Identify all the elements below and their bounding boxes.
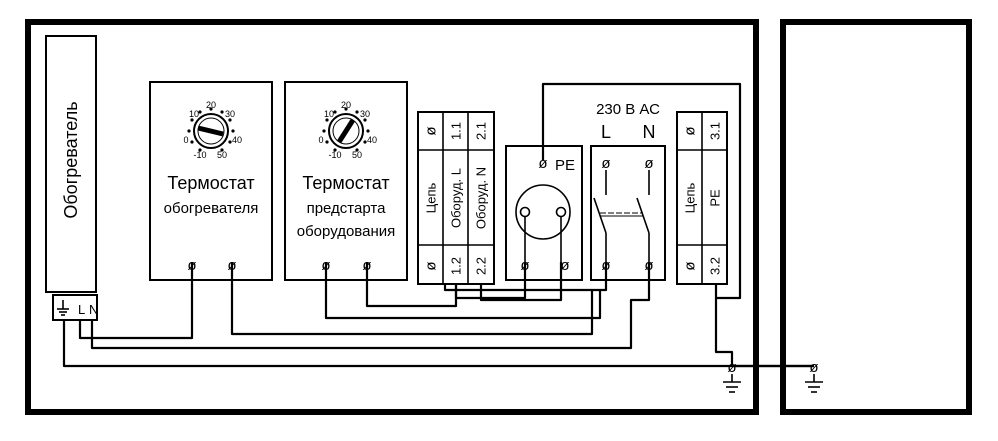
pe-ground-wire [714,284,734,366]
dial-mark: 50 [352,150,362,160]
dial-mark: 10 [189,109,199,119]
dial-mark: 30 [225,109,235,119]
terminal-3-2: 3.2 [708,257,723,275]
heater-l-wire [78,262,194,340]
terminal-2-1: 2.1 [474,122,489,140]
ground-icon [57,300,69,316]
terminal: ø [682,261,699,270]
thermostat-dial-icon [186,106,236,153]
ground-icon [805,374,823,393]
terminal: ø [423,126,440,135]
terminal: ø [644,155,653,172]
terminal: ø [809,359,818,376]
wiring [62,82,814,368]
thermostat-prestart-wire-a [324,262,602,320]
supply-label: 230 В АС [596,101,660,118]
socket-pe-label: PE [555,157,575,174]
relay-switch-wire [443,284,592,292]
dial-mark: -10 [193,150,206,160]
dial-mark: 0 [183,135,188,145]
thermostat-prestart-subtitle: предстарта [307,200,386,217]
supply-n-label: N [643,122,656,142]
power-switch: 230 В АС L N ø ø ø ø [590,101,666,281]
pe-terminal-block: ø ø Цепь 3.1 PE 3.2 [676,111,728,285]
dial-mark: 20 [206,100,216,110]
dial-mark: -10 [328,150,341,160]
socket-pin-icon [519,206,531,218]
thermostat-dial-icon [321,106,371,153]
dial-mark: 20 [341,100,351,110]
terminal-2-2: 2.2 [474,257,489,275]
terminal: ø [560,257,569,274]
dial-mark: 40 [232,135,242,145]
ground-icon [723,374,741,393]
heater: Обогреватель L N [45,35,98,321]
heater-n-wire [90,262,651,350]
circuit-label: Цепь [424,182,439,213]
socket-pin-icon [555,206,567,218]
terminal: ø [538,155,547,172]
socket: ø PE ø ø [505,145,583,281]
terminal: ø [727,359,736,376]
pe-label: PE [708,189,723,207]
equipment-l-label: Оборуд. L [449,168,464,228]
heater-terminal-l: L [78,302,85,317]
ground-terminal-main: ø [723,359,741,393]
main-enclosure [25,19,759,415]
thermostat-prestart: 20 10 30 0 40 -10 50 Термостат предстарт… [284,81,408,281]
dial-mark: 40 [367,135,377,145]
relay-terminal-block: ø ø Цепь 1.1 Оборуд. L 1.2 2.1 Оборуд. N… [417,111,495,285]
thermostat-heater-subtitle: обогревателя [164,200,259,217]
ground-terminal-equipment: ø [805,359,823,393]
thermostat-heater-title: Термостат [167,173,254,193]
dial-mark: 50 [217,150,227,160]
equipment-n-label: Оборуд. N [474,167,489,229]
pe-circuit-label: Цепь [683,182,698,213]
terminal: ø [601,155,610,172]
ground-bus-wire [62,320,814,368]
pe-supply-wire [541,82,742,300]
supply-l-label: L [601,122,611,142]
thermostat-heater-wire [230,262,608,336]
dial-mark: 30 [360,109,370,119]
equipment-enclosure [780,19,972,415]
thermostat-prestart-title: Термостат [302,173,389,193]
terminal-1-1: 1.1 [449,122,464,140]
terminal-1-2: 1.2 [449,257,464,275]
dial-mark: 0 [318,135,323,145]
dial-mark: 10 [324,109,334,119]
heater-label: Обогреватель [61,101,81,218]
heater-terminal-n: N [89,302,98,317]
relay-socket-n-wire [479,262,563,302]
thermostat-heater: 20 10 30 0 40 -10 50 Термостат обогреват… [149,81,273,281]
terminal: ø [423,261,440,270]
thermostat-prestart-subtitle2: оборудования [297,223,395,240]
terminal: ø [682,126,699,135]
terminal-3-1: 3.1 [708,122,723,140]
